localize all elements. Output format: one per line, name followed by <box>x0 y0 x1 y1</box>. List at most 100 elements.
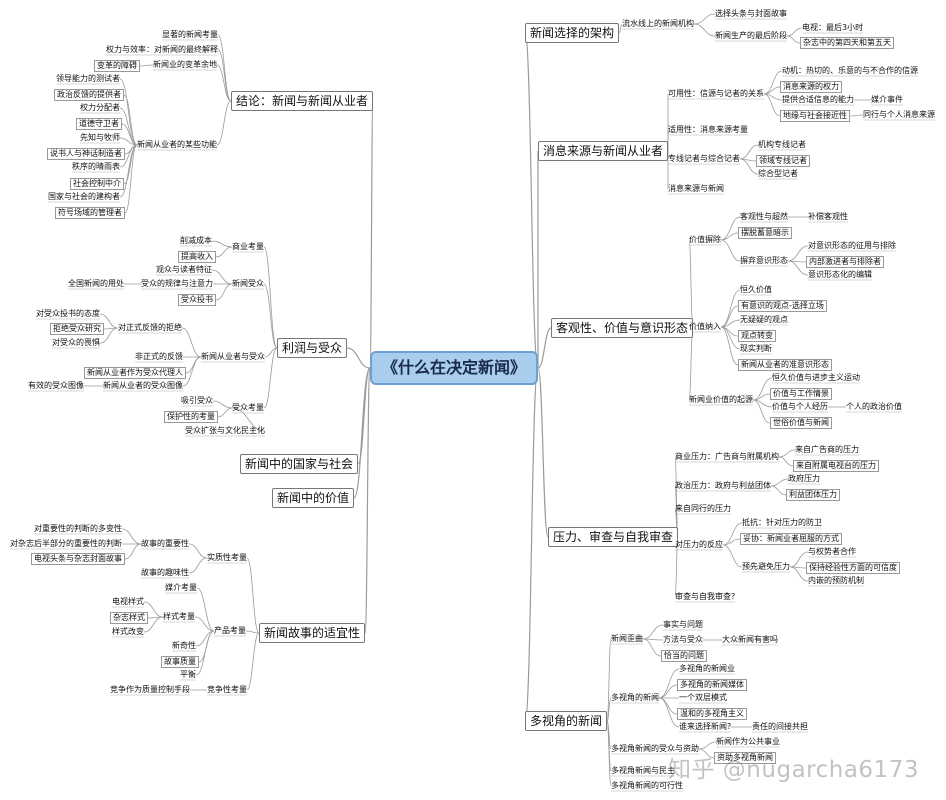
topic-node[interactable]: 新闻业价值的起源 <box>689 395 753 404</box>
detail-node[interactable]: 对受众的畏惧 <box>52 338 100 347</box>
subtopic-node[interactable]: 秩序的晴雨表 <box>72 162 120 171</box>
detail-node[interactable]: 责任的间接共担 <box>752 722 808 731</box>
detail-node[interactable]: 电视：最后3小时 <box>802 23 864 32</box>
branch-profit[interactable]: 利润与受众 <box>277 338 348 358</box>
detail-node[interactable]: 样式改变 <box>112 627 144 636</box>
subtopic-node[interactable]: 政治反馈的提供者 <box>54 89 124 101</box>
subtopic-node[interactable]: 摆脱蓄意暗示 <box>738 227 792 239</box>
topic-node[interactable]: 新闻业的变革余地 <box>153 60 217 69</box>
detail-node[interactable]: 对杂志后半部分的重要性的判断 <box>10 539 122 548</box>
branch-multiperspective[interactable]: 多视角的新闻 <box>525 711 608 731</box>
subtopic-node[interactable]: 竞争作为质量控制手段 <box>110 685 190 694</box>
subtopic-node[interactable]: 来自广告商的压力 <box>795 445 859 454</box>
topic-node[interactable]: 竞争性考量 <box>207 685 247 694</box>
subtopic-node[interactable]: 价值与工作情景 <box>770 388 832 400</box>
subtopic-node[interactable]: 领域专线记者 <box>756 155 810 167</box>
subtopic-node[interactable]: 观众与读者特征 <box>156 265 212 274</box>
subtopic-node[interactable]: 平衡 <box>180 670 196 679</box>
subtopic-node[interactable]: 世俗价值与新闻 <box>770 417 832 429</box>
detail-node[interactable]: 杂志中的第四天和第五天 <box>800 37 894 49</box>
subtopic-node[interactable]: 先知与牧师 <box>80 133 120 142</box>
subtopic-node[interactable]: 削减成本 <box>180 236 212 245</box>
detail-node[interactable]: 意识形态化的编辑 <box>808 270 872 279</box>
subtopic-node[interactable]: 故事的重要性 <box>141 539 189 548</box>
subtopic-node[interactable]: 吸引受众 <box>181 396 213 405</box>
branch-story-fitness[interactable]: 新闻故事的适宜性 <box>259 623 366 643</box>
topic-node[interactable]: 商业压力：广告商与附属机构 <box>675 452 779 461</box>
subtopic-node[interactable]: 资助多视角新闻 <box>714 752 776 764</box>
topic-node[interactable]: 价值纳入 <box>689 322 721 331</box>
subtopic-node[interactable]: 媒介考量 <box>165 583 197 592</box>
topic-node[interactable]: 来自同行的压力 <box>675 504 731 513</box>
detail-node[interactable]: 同行与个人消息来源 <box>863 110 935 119</box>
subtopic-node[interactable]: 恒久价值 <box>740 285 772 294</box>
detail-node[interactable]: 对重要性的判断的多变性 <box>34 524 122 533</box>
topic-node[interactable]: 新闻歪曲 <box>611 634 643 643</box>
subtopic-node[interactable]: 客观性与超然 <box>740 212 788 221</box>
topic-node[interactable]: 多视角新闻的受众与资助 <box>611 744 699 753</box>
subtopic-node[interactable]: 恰当的问题 <box>661 650 707 662</box>
branch-state-society[interactable]: 新闻中的国家与社会 <box>240 454 359 474</box>
topic-node[interactable]: 多视角新闻的可行性 <box>611 781 683 790</box>
subtopic-node[interactable]: 故事的趣味性 <box>141 568 189 577</box>
topic-node[interactable]: 适用性：消息来源考量 <box>668 125 748 134</box>
subtopic-node[interactable]: 地缘与社会接近性 <box>780 110 850 122</box>
subtopic-node[interactable]: 对正式反馈的拒绝 <box>118 323 182 332</box>
detail-node[interactable]: 对受众投书的态度 <box>36 309 100 318</box>
subtopic-node[interactable]: 新闻从业者的准意识形态 <box>738 359 832 371</box>
topic-node[interactable]: 商业考量 <box>232 242 264 251</box>
subtopic-node[interactable]: 非正式的反馈 <box>135 352 183 361</box>
subtopic-node[interactable]: 方法与受众 <box>663 635 703 644</box>
topic-node[interactable]: 多视角新闻与民主 <box>611 766 675 775</box>
subtopic-node[interactable]: 符号场域的管理者 <box>55 207 125 219</box>
subtopic-node[interactable]: 受众投书 <box>178 294 216 306</box>
detail-node[interactable]: 内嵌的预防机制 <box>808 576 864 585</box>
topic-node[interactable]: 消息来源与新闻 <box>668 184 724 193</box>
subtopic-node[interactable]: 政府压力 <box>788 474 820 483</box>
subtopic-node[interactable]: 新闻从业者的受众图像 <box>103 381 183 390</box>
topic-node[interactable]: 多视角的新闻 <box>611 693 659 702</box>
subtopic-node[interactable]: 保护性的考量 <box>164 411 218 423</box>
subtopic-node[interactable]: 动机：热切的、乐意的与不合作的信源 <box>782 66 918 75</box>
subtopic-node[interactable]: 多视角的新闻业 <box>679 664 735 673</box>
detail-node[interactable]: 拒绝受众研究 <box>50 323 104 335</box>
topic-node[interactable]: 权力与效率：对新闻的最终解释 <box>106 45 218 54</box>
subtopic-node[interactable]: 来自附属电视台的压力 <box>793 460 879 472</box>
topic-node[interactable]: 新闻从业者与受众 <box>201 352 265 361</box>
subtopic-node[interactable]: 一个双层模式 <box>679 693 727 702</box>
detail-node[interactable]: 大众新闻有害吗 <box>722 635 778 644</box>
subtopic-node[interactable]: 综合型记者 <box>758 169 798 178</box>
subtopic-node[interactable]: 抵抗：针对压力的防卫 <box>742 518 822 527</box>
detail-node[interactable]: 电视头条与杂志封面故事 <box>31 553 125 565</box>
subtopic-node[interactable]: 提高收入 <box>178 251 216 263</box>
branch-values[interactable]: 新闻中的价值 <box>272 488 355 508</box>
subtopic-node[interactable]: 领导能力的测试者 <box>56 74 120 83</box>
subtopic-node[interactable]: 样式考量 <box>163 612 195 621</box>
detail-node[interactable]: 与权势者合作 <box>808 547 856 556</box>
detail-node[interactable]: 全国新闻的用处 <box>68 279 124 288</box>
topic-node[interactable]: 对压力的反应 <box>675 540 723 549</box>
topic-node[interactable]: 审查与自我审查? <box>675 592 736 601</box>
topic-node[interactable]: 产品考量 <box>214 626 246 635</box>
subtopic-node[interactable]: 温和的多视角主义 <box>677 708 747 720</box>
subtopic-node[interactable]: 选择头条与封面故事 <box>715 9 787 18</box>
detail-node[interactable]: 个人的政治价值 <box>846 402 902 411</box>
branch-conclusion[interactable]: 结论：新闻与新闻从业者 <box>231 91 374 111</box>
subtopic-node[interactable]: 故事质量 <box>161 656 199 668</box>
detail-node[interactable]: 保持经验性方面的可信度 <box>806 562 900 574</box>
subtopic-node[interactable]: 妥协：新闻业者屈服的方式 <box>740 533 842 545</box>
subtopic-node[interactable]: 谁来选择新闻? <box>679 722 732 731</box>
subtopic-node[interactable]: 预先避免压力 <box>742 562 790 571</box>
subtopic-node[interactable]: 受众扩张与文化民主化 <box>185 426 265 435</box>
subtopic-node[interactable]: 价值与个人经历 <box>772 402 828 411</box>
branch-selection-architecture[interactable]: 新闻选择的架构 <box>525 23 620 43</box>
detail-node[interactable]: 媒介事件 <box>871 95 903 104</box>
subtopic-node[interactable]: 观点转变 <box>738 330 776 342</box>
topic-node[interactable]: 流水线上的新闻机构 <box>622 19 694 28</box>
topic-node[interactable]: 显著的新闻考量 <box>162 30 218 39</box>
subtopic-node[interactable]: 国家与社会的建构者 <box>48 192 120 201</box>
topic-node[interactable]: 受众考量 <box>232 403 264 412</box>
subtopic-node[interactable]: 说书人与神话制造者 <box>47 148 125 160</box>
subtopic-node[interactable]: 机构专线记者 <box>758 140 806 149</box>
subtopic-node[interactable]: 提供合适信息的能力 <box>782 95 854 104</box>
